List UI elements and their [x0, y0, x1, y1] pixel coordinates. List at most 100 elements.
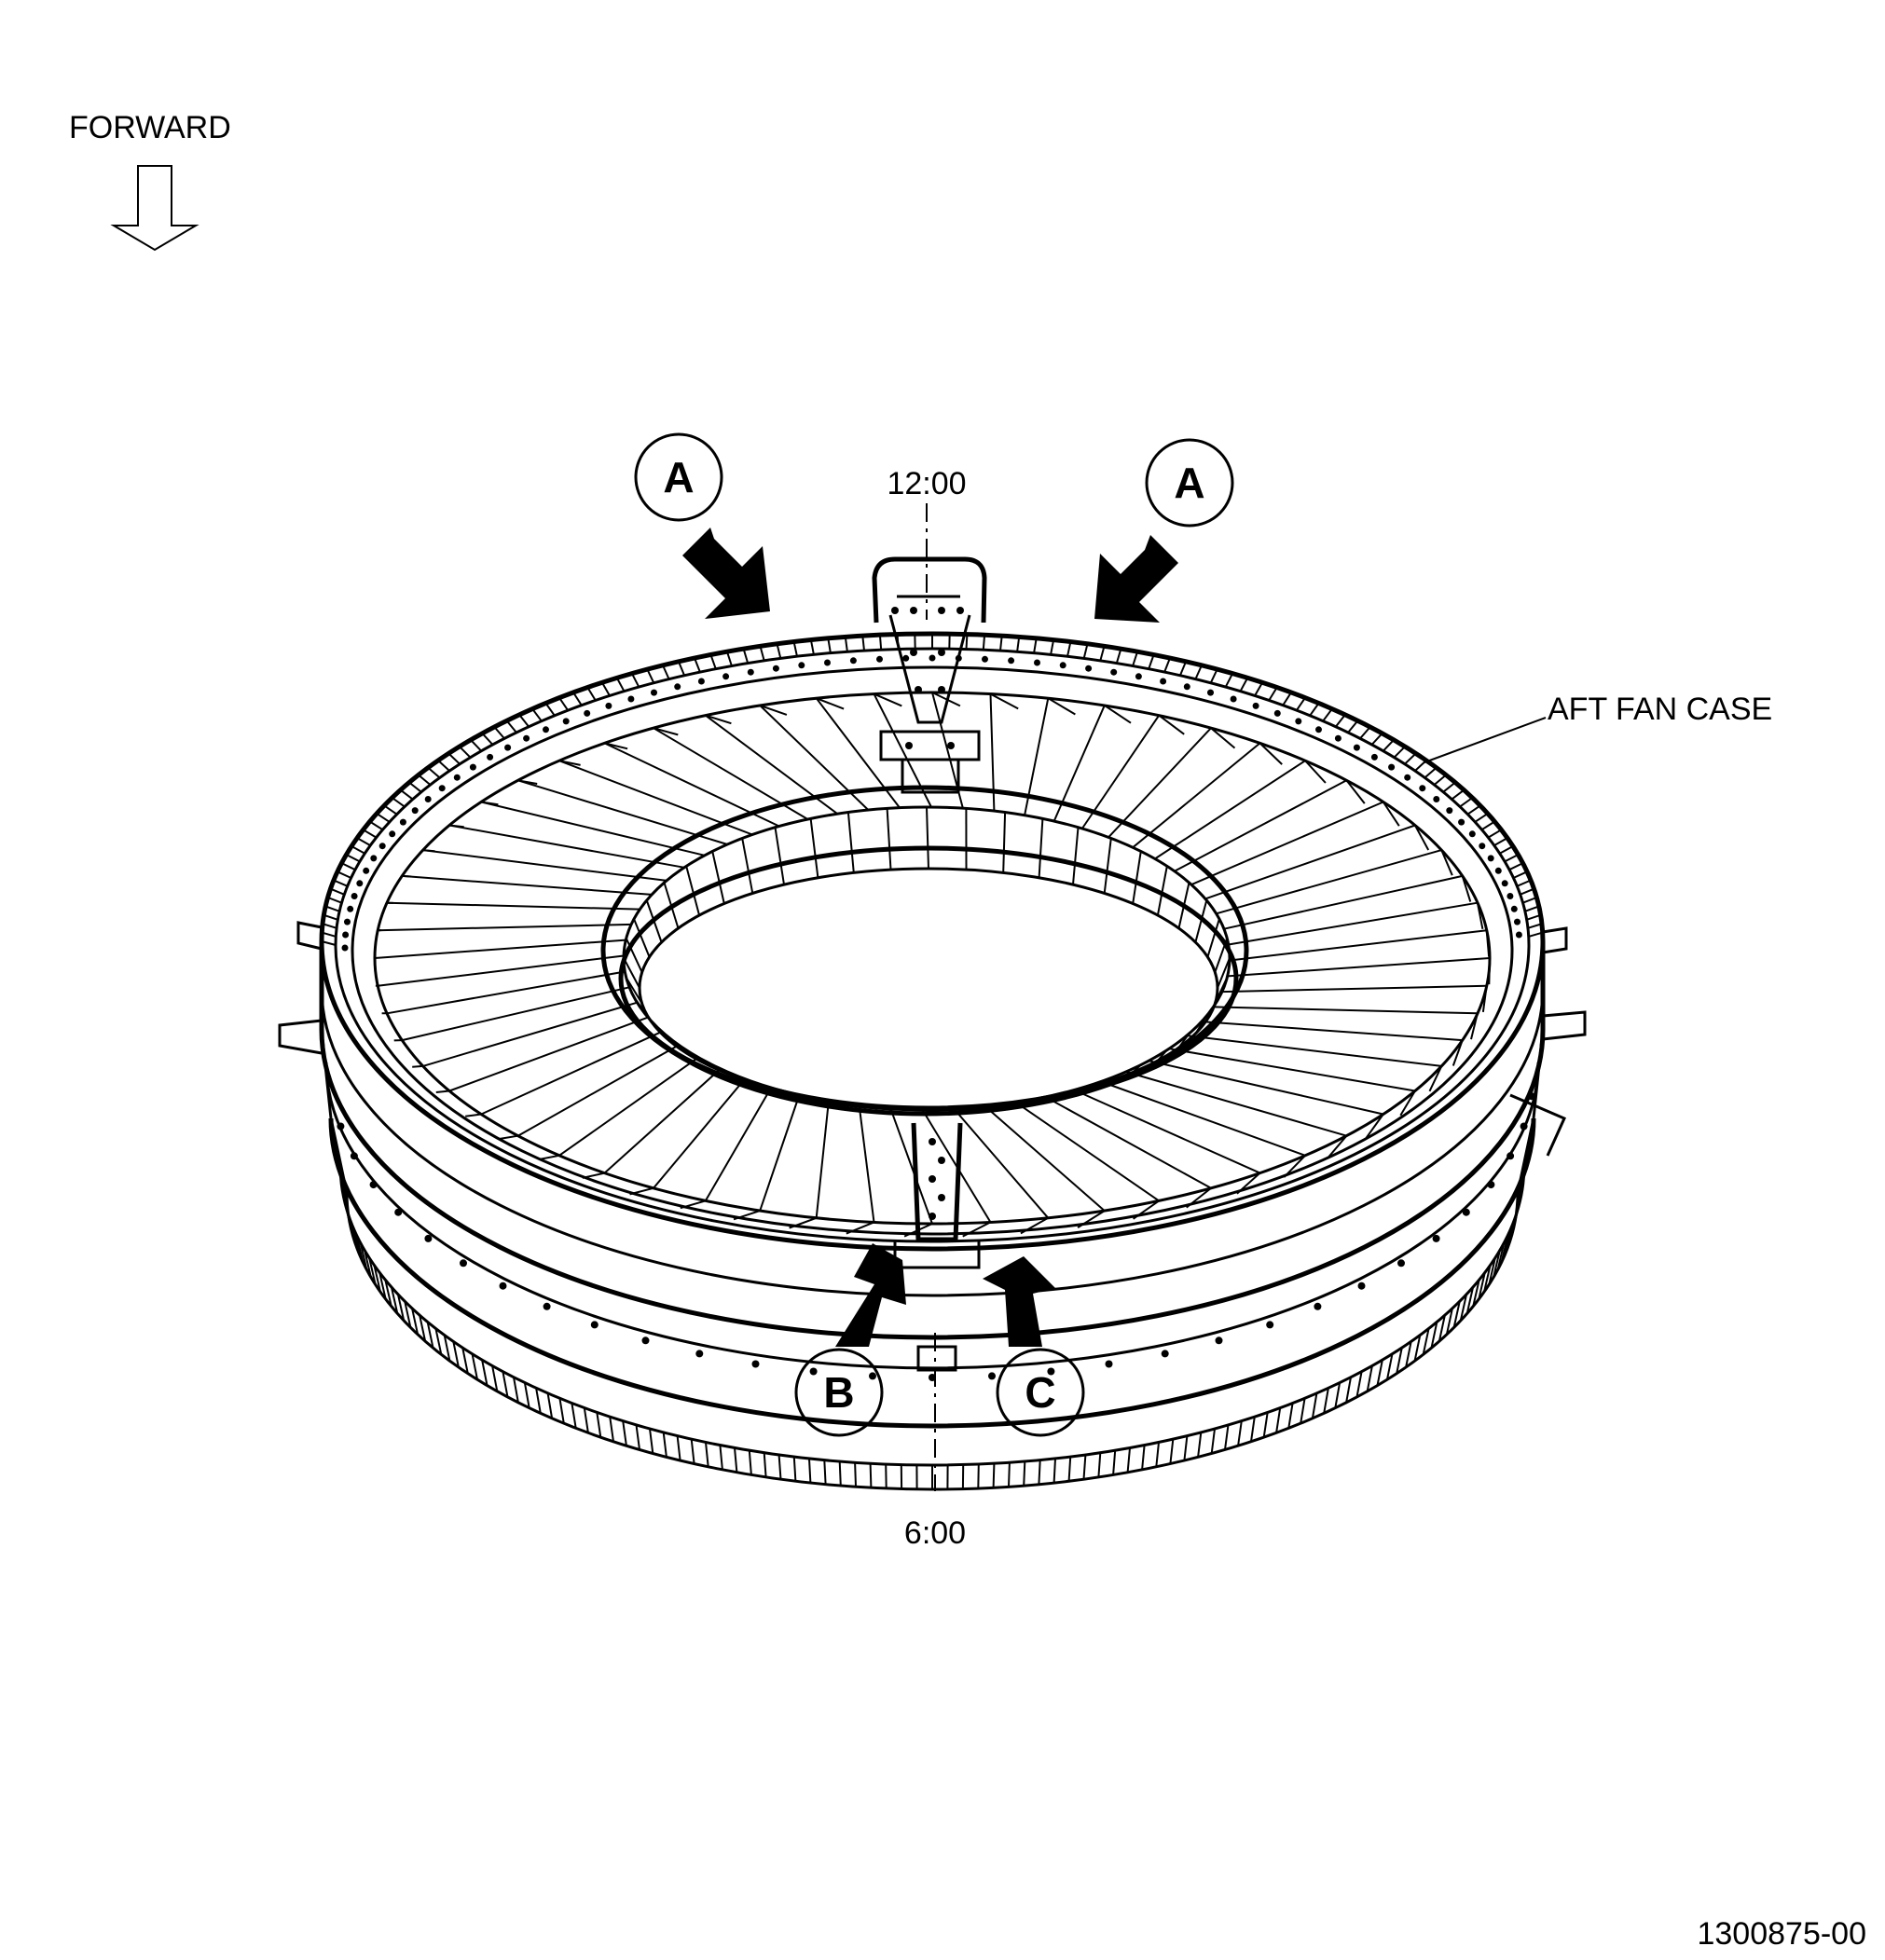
tooth: [323, 915, 337, 920]
svg-text:A: A: [663, 453, 694, 501]
tooth: [663, 665, 669, 679]
bolt-hole: [1085, 665, 1092, 672]
vane: [387, 972, 625, 1014]
side-brackets: [280, 923, 1585, 1156]
tooth: [978, 1464, 979, 1488]
tooth: [364, 829, 377, 837]
bolt-hole: [1335, 735, 1342, 742]
vane: [449, 826, 684, 868]
bolt-hole: [1528, 1092, 1535, 1100]
tooth: [623, 1421, 626, 1446]
bracket-bolt: [910, 607, 917, 614]
callout-c: C: [983, 1256, 1083, 1435]
bolt-hole: [523, 735, 530, 742]
vane-edge: [681, 1200, 706, 1208]
tooth: [1310, 704, 1319, 716]
tooth: [357, 838, 370, 845]
bolt-hole: [1358, 1282, 1366, 1290]
tooth: [351, 846, 365, 854]
tooth: [794, 642, 797, 657]
vane-edge: [402, 876, 411, 877]
bolt-hole: [563, 718, 570, 724]
tooth: [334, 881, 348, 886]
tooth: [1424, 768, 1436, 778]
svg-text:B: B: [823, 1368, 854, 1417]
tooth: [1323, 709, 1332, 721]
bolt-hole: [1110, 669, 1117, 676]
vane: [760, 706, 868, 810]
tooth: [1452, 790, 1464, 800]
bolt-hole: [1516, 932, 1522, 939]
bolt-hole: [627, 696, 634, 703]
bolt-hole: [1060, 662, 1066, 668]
tooth: [1133, 651, 1137, 665]
tooth: [1300, 1398, 1304, 1423]
bolt-hole: [363, 868, 369, 874]
bolt-hole: [850, 657, 857, 664]
tooth: [545, 704, 555, 716]
tooth: [585, 1408, 588, 1433]
vane: [654, 1079, 745, 1188]
inner-vane: [848, 1103, 854, 1104]
bolt-hole: [1507, 893, 1513, 899]
vane: [1149, 1061, 1383, 1114]
vane: [1228, 958, 1490, 976]
inner-vane: [811, 818, 819, 877]
bracket-bolt: [891, 607, 899, 614]
bracket-bolt: [938, 1194, 945, 1201]
vane-edge: [654, 728, 678, 734]
bolt-hole: [504, 745, 511, 751]
bolt-hole: [460, 1259, 467, 1267]
clock-12-label: 12:00: [887, 466, 966, 501]
vane: [1222, 986, 1487, 992]
tooth: [994, 1463, 995, 1487]
tooth: [1264, 1412, 1268, 1437]
bolt-hole: [389, 830, 395, 837]
inner-vane: [776, 828, 785, 884]
tooth: [1525, 906, 1539, 911]
tooth: [1475, 814, 1488, 822]
vane: [375, 940, 626, 958]
tooth: [1395, 747, 1406, 758]
tooth: [1467, 805, 1480, 814]
tooth: [525, 1383, 530, 1408]
tooth: [1357, 1372, 1362, 1397]
bolt-hole: [1266, 1321, 1273, 1328]
tooth: [779, 1455, 781, 1479]
inner-vane: [887, 808, 891, 870]
bolt-hole: [344, 919, 351, 925]
vane: [1214, 1007, 1478, 1013]
tooth: [1324, 1388, 1328, 1413]
bolt-hole: [1008, 657, 1014, 664]
bolt-hole: [1160, 678, 1166, 685]
bolt-hole: [798, 662, 805, 668]
tooth: [370, 822, 383, 830]
bolt-hole: [591, 1321, 599, 1328]
tooth: [1346, 1377, 1351, 1403]
bolt-hole: [1034, 660, 1040, 666]
vane-edge: [481, 802, 498, 805]
callout-b: B: [796, 1243, 906, 1435]
tooth: [1255, 682, 1262, 695]
tooth: [1434, 775, 1446, 786]
bolt-hole: [1295, 718, 1301, 724]
tooth: [632, 674, 639, 687]
tooth: [1069, 1457, 1071, 1481]
bolt-hole: [1184, 683, 1190, 690]
tooth: [840, 1461, 841, 1486]
callout-b-arrow-icon: [835, 1243, 906, 1347]
bracket-bolt: [956, 607, 964, 614]
tooth: [1443, 783, 1455, 792]
bolt-hole: [1502, 880, 1508, 886]
bolt-hole: [929, 655, 936, 662]
tooth: [1225, 1425, 1229, 1450]
vane-edge: [1415, 826, 1428, 851]
tooth: [1383, 740, 1394, 751]
bolt-hole: [810, 1368, 818, 1376]
vane: [481, 802, 705, 856]
tooth: [1482, 822, 1495, 830]
bolt-hole: [1388, 764, 1395, 771]
bolt-hole: [379, 843, 386, 849]
tooth: [744, 649, 749, 663]
vane: [1230, 930, 1487, 960]
